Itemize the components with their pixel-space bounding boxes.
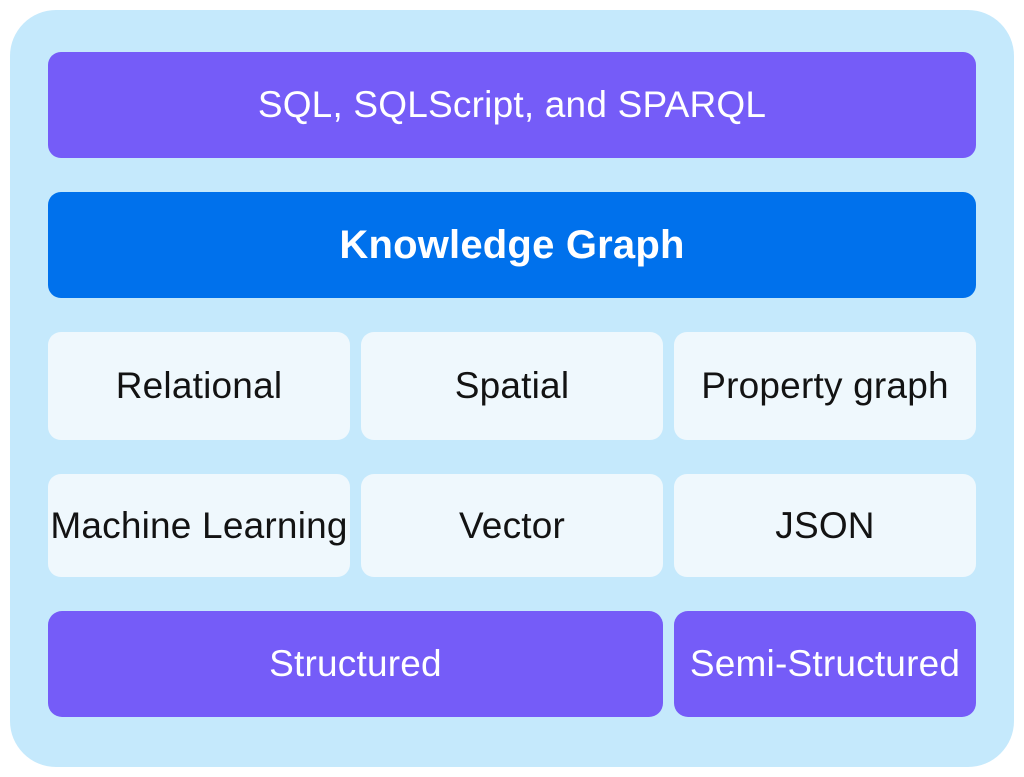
vector-label: Vector <box>458 504 566 546</box>
spatial-box: Spatial <box>361 332 663 440</box>
query-languages-bar: SQL, SQLScript, and SPARQL <box>48 52 976 158</box>
relational-box: Relational <box>48 332 350 440</box>
structured-label: Structured <box>269 643 442 684</box>
relational-label: Relational <box>115 365 283 406</box>
query-languages-label: SQL, SQLScript, and SPARQL <box>257 84 767 125</box>
property-graph-label: Property graph <box>701 365 949 406</box>
spatial-label: Spatial <box>454 365 570 406</box>
property-graph-box: Property graph <box>674 332 976 440</box>
machine-learning-label: Machine Learning <box>50 504 348 546</box>
engine-row-1: Relational Spatial Property graph <box>48 332 976 440</box>
knowledge-graph-label: Knowledge Graph <box>339 222 685 267</box>
data-type-row: Structured Semi-Structured <box>48 611 976 717</box>
layered-architecture-diagram: SQL, SQLScript, and SPARQL Knowledge Gra… <box>10 10 1014 767</box>
vector-box: Vector <box>361 474 663 577</box>
knowledge-graph-bar: Knowledge Graph <box>48 192 976 298</box>
semi-structured-box: Semi-Structured <box>674 611 976 717</box>
semi-structured-label: Semi-Structured <box>689 643 961 684</box>
structured-box: Structured <box>48 611 663 717</box>
json-box: JSON <box>674 474 976 577</box>
engine-row-2: Machine Learning Vector JSON <box>48 474 976 577</box>
machine-learning-box: Machine Learning <box>48 474 350 577</box>
json-label: JSON <box>775 504 875 546</box>
